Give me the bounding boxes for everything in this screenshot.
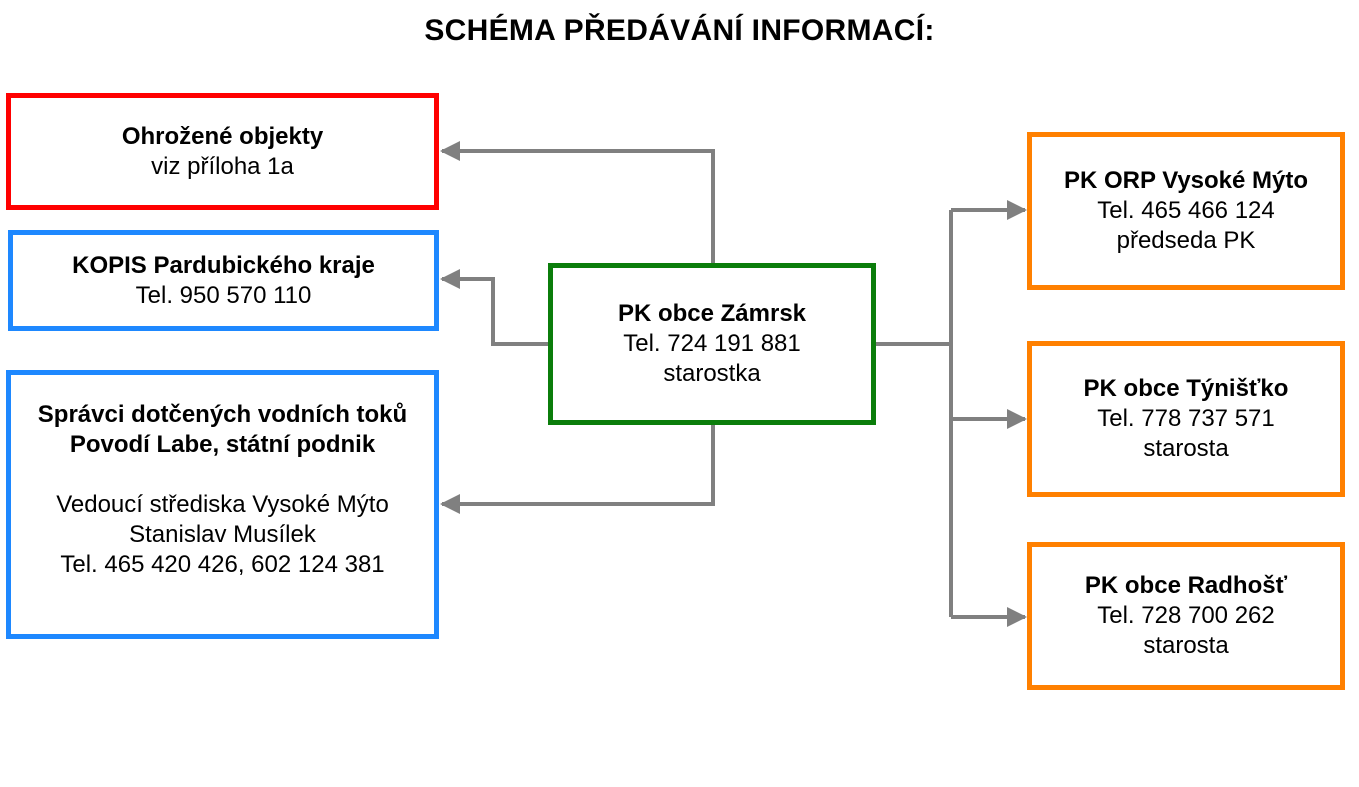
tynistko-title: PK obce Týnišťko xyxy=(1083,375,1289,402)
radhost-title: PK obce Radhošť xyxy=(1084,572,1288,599)
water-title-line2: Povodí Labe, státní podnik xyxy=(69,431,376,458)
center-box: PK obce Zámrsk Tel. 724 191 881 starostk… xyxy=(548,263,876,425)
diagram-title: SCHÉMA PŘEDÁVÁNÍ INFORMACÍ: xyxy=(424,14,935,47)
water-box: Správci dotčených vodních toků Povodí La… xyxy=(6,370,439,639)
orp-phone: Tel. 465 466 124 xyxy=(1097,197,1275,224)
radhost-role: starosta xyxy=(1143,632,1229,659)
kopis-phone: Tel. 950 570 110 xyxy=(135,281,312,309)
water-contact-name: Stanislav Musílek xyxy=(129,521,316,548)
orp-box: PK ORP Vysoké Mýto Tel. 465 466 124 před… xyxy=(1027,132,1345,290)
arrow-to-objects xyxy=(440,141,715,264)
water-contact-role: Vedoucí střediska Vysoké Mýto xyxy=(56,491,389,518)
radhost-box: PK obce Radhošť Tel. 728 700 262 starost… xyxy=(1027,542,1345,690)
water-title-line1: Správci dotčených vodních toků xyxy=(37,401,408,428)
objects-title: Ohrožené objekty xyxy=(121,122,324,150)
orp-role: předseda PK xyxy=(1116,227,1256,254)
kopis-box: KOPIS Pardubického kraje Tel. 950 570 11… xyxy=(8,230,439,331)
center-phone: Tel. 724 191 881 xyxy=(623,330,801,357)
objects-note: viz příloha 1a xyxy=(151,152,294,180)
center-title: PK obce Zámrsk xyxy=(617,300,807,327)
arrow-to-kopis xyxy=(440,269,550,346)
objects-box: Ohrožené objekty viz příloha 1a xyxy=(6,93,439,210)
tynistko-phone: Tel. 778 737 571 xyxy=(1097,405,1275,432)
tynistko-box: PK obce Týnišťko Tel. 778 737 571 staros… xyxy=(1027,341,1345,497)
tynistko-role: starosta xyxy=(1143,435,1229,462)
center-role: starostka xyxy=(663,360,761,387)
radhost-phone: Tel. 728 700 262 xyxy=(1097,602,1275,629)
arrow-to-water xyxy=(440,425,715,514)
water-contact-phone: Tel. 465 420 426, 602 124 381 xyxy=(60,551,385,578)
orp-title: PK ORP Vysoké Mýto xyxy=(1063,167,1309,194)
kopis-title: KOPIS Pardubického kraje xyxy=(72,251,375,279)
